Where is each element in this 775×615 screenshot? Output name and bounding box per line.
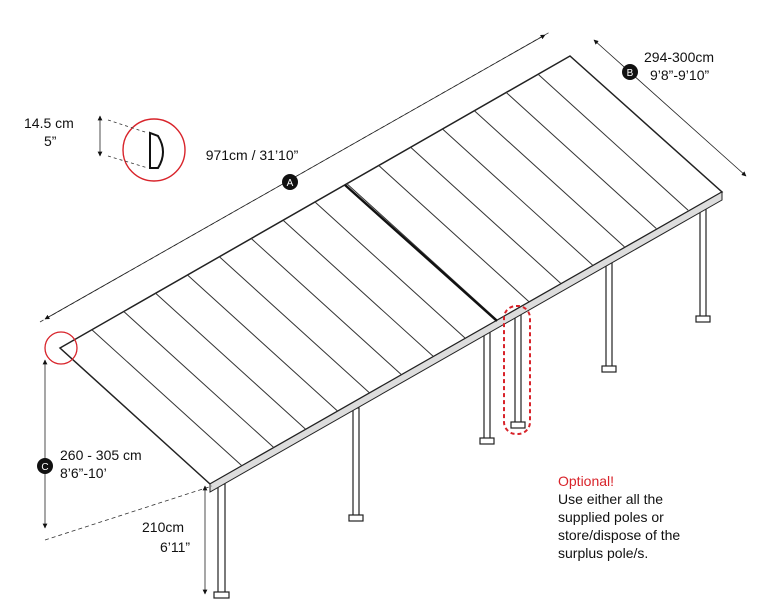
roof-seam: [123, 311, 275, 448]
svg-text:A: A: [287, 178, 294, 189]
marker-b: [622, 64, 638, 80]
height-min-imperial: 6’11”: [160, 539, 190, 555]
length-label: 971cm / 31’10”: [206, 147, 299, 163]
corner-circle: [44, 331, 78, 365]
post-foot: [695, 315, 711, 323]
post-foot: [510, 421, 526, 429]
optional-pole-highlight: [503, 305, 531, 435]
marker-a: [282, 174, 298, 190]
post-foot: [213, 591, 230, 599]
roof-seam: [91, 329, 243, 467]
height-max-metric: 260 - 305 cm: [60, 447, 142, 463]
post: [514, 311, 522, 425]
post-foot: [348, 514, 364, 522]
gutter-imperial: 5”: [44, 133, 57, 149]
post-foot: [601, 365, 617, 373]
dimension-a: A 971cm / 31’10”: [39, 31, 551, 323]
marker-c: [37, 458, 53, 474]
detail-circle: [122, 118, 186, 182]
front-beam: [209, 191, 723, 493]
gutter-detail: 14.5 cm 5”: [24, 115, 186, 365]
svg-text:B: B: [627, 68, 634, 79]
gutter-profile: [149, 131, 164, 169]
post: [605, 257, 613, 369]
dimension-b: B 294-300cm 9’8”-9’10”: [593, 39, 747, 177]
roof-surface: [58, 55, 724, 485]
width-label-metric: 294-300cm: [644, 49, 714, 65]
post-foot: [479, 437, 495, 445]
post: [483, 329, 491, 441]
post: [352, 407, 360, 519]
note-line: store/dispose of the: [558, 527, 681, 543]
optional-note: Optional! Use either all the supplied po…: [558, 472, 768, 562]
note-line: Use either all the: [558, 491, 664, 507]
post: [217, 483, 226, 595]
note-line: supplied poles or: [558, 509, 664, 525]
note-line: surplus pole/s.: [558, 545, 649, 561]
note-title: Optional!: [558, 473, 615, 489]
svg-text:C: C: [41, 462, 48, 473]
dimension-c: C 260 - 305 cm 8’6”-10’: [37, 359, 213, 541]
height-max-imperial: 8’6”-10’: [60, 465, 107, 481]
gutter-metric: 14.5 cm: [24, 115, 74, 131]
post: [699, 199, 707, 319]
height-min-metric: 210cm: [142, 519, 184, 535]
width-label-imperial: 9’8”-9’10”: [650, 67, 709, 83]
roof: [58, 55, 724, 493]
dimension-height-min: 210cm 6’11”: [142, 485, 208, 595]
